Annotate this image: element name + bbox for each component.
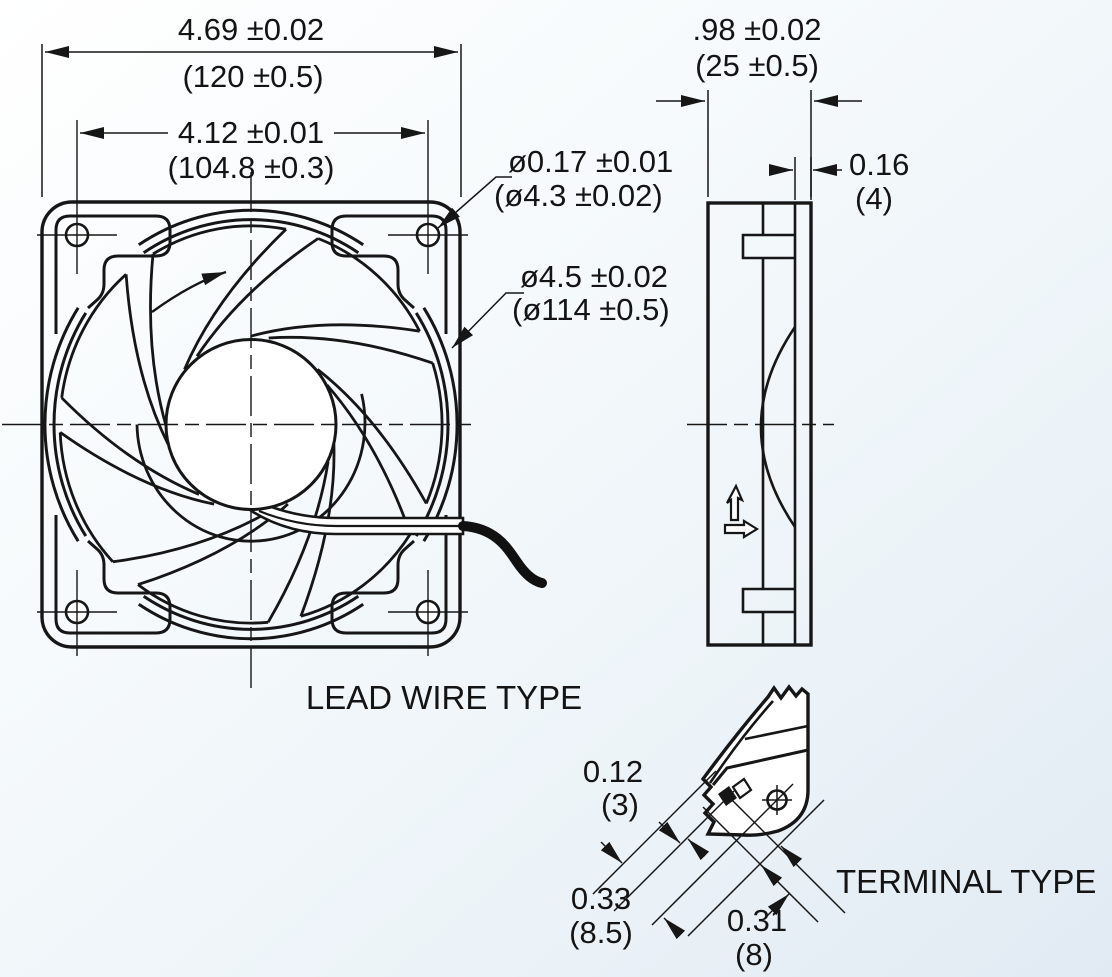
fan-blade-edge <box>325 384 412 535</box>
side-top-boss <box>741 233 795 260</box>
fan-blade-tip <box>317 237 421 332</box>
fan-blade-tip <box>58 432 114 563</box>
dim-mount-hole-in: ø0.17 ±0.01 <box>508 144 673 179</box>
rotation-direction-arrow <box>723 519 760 539</box>
motor-housing-arc <box>135 393 367 543</box>
leader-venturi <box>451 292 524 349</box>
fan-blade-tip <box>425 362 444 505</box>
dim-venturi-mm: (ø114 ±0.5) <box>512 292 670 327</box>
dim-arrow <box>765 893 790 918</box>
fan-blade-edge <box>59 431 215 506</box>
leader-mount-hole <box>437 176 512 229</box>
dim-terminal-offset-mm: (3) <box>601 787 639 822</box>
dim-flange-in: 0.16 <box>849 147 909 182</box>
dim-venturi-in: ø4.5 ±0.02 <box>520 259 668 294</box>
terminal-slot <box>731 777 753 800</box>
dim-overall-width-in: 4.69 ±0.02 <box>178 12 324 47</box>
venturi-ring-arc <box>43 307 80 542</box>
fan-blade-edge <box>60 396 200 496</box>
dim-flange-mm: (4) <box>855 181 893 216</box>
front-view <box>2 120 547 688</box>
airflow-direction-arrow <box>726 483 745 522</box>
dim-mount-hole-mm: (ø4.3 ±0.02) <box>494 178 663 213</box>
dim-mount-to-hole-in: 0.33 <box>571 881 631 916</box>
terminal-detail-dimensions <box>592 770 825 940</box>
fan-blade-tip <box>137 583 269 625</box>
fan-blade-edge <box>266 461 330 624</box>
lead-wire <box>458 521 547 588</box>
lead-wire-separator <box>258 509 463 528</box>
fan-blades <box>58 224 444 625</box>
fan-blade-edge <box>268 335 434 365</box>
fan-blade-tip <box>60 273 128 398</box>
lead-wire-type-caption: LEAD WIRE TYPE <box>306 679 582 716</box>
dim-hole-to-face-in: 0.31 <box>727 903 787 938</box>
ext-line-terminal-face <box>613 790 735 912</box>
dim-overall-width-mm: (120 ±0.5) <box>182 59 323 94</box>
dim-depth-in: .98 ±0.02 <box>692 12 821 47</box>
fan-blade-edge <box>250 323 420 338</box>
ext-line-surface <box>592 770 717 895</box>
terminal-type-caption: TERMINAL TYPE <box>836 863 1096 900</box>
side-bottom-boss <box>741 587 795 614</box>
extension-lines-width <box>41 44 462 197</box>
terminal-detail <box>700 684 846 923</box>
dim-arrow <box>600 841 623 864</box>
extension-lines-flange <box>794 157 812 200</box>
fan-blade-edge <box>112 509 272 564</box>
rotation-arrow <box>151 270 227 313</box>
fan-blade-edge <box>195 237 319 357</box>
dim-hole-spacing-in: 4.12 ±0.01 <box>178 115 324 150</box>
dim-hole-to-face-mm: (8) <box>735 937 773 972</box>
fan-blade-edge <box>183 228 287 370</box>
fan-blade-tip <box>152 224 287 256</box>
dim-arrow <box>658 821 681 844</box>
ext-line-front-face <box>687 799 825 937</box>
corner-bracket <box>54 214 172 334</box>
fan-blade-edge <box>124 274 170 445</box>
venturi-ring-arc <box>422 307 459 542</box>
side-dimensions <box>656 90 862 200</box>
dim-mount-to-hole-mm: (8.5) <box>569 915 633 950</box>
fan-blade-edge <box>149 253 168 427</box>
terminal-block-edge <box>711 748 809 786</box>
side-view <box>687 201 834 647</box>
dim-hole-spacing-mm: (104.8 ±0.3) <box>168 150 335 185</box>
terminal-pin <box>718 786 737 806</box>
fan-blade-tip <box>300 533 412 618</box>
ext-line-hole-center <box>651 783 794 926</box>
dim-arrow <box>663 917 686 940</box>
mounting-holes <box>37 120 468 656</box>
fan-blade-edge <box>316 368 428 505</box>
dim-arrow <box>780 845 803 868</box>
dim-arrow <box>760 864 783 887</box>
dim-depth-mm: (25 ±0.5) <box>695 48 819 83</box>
side-blade-arc <box>759 326 797 528</box>
front-dimensions <box>41 44 524 349</box>
dim-arrow <box>687 838 710 861</box>
terminal-block-top-edge <box>744 724 809 741</box>
rim-inner-curve <box>708 700 774 784</box>
dim-terminal-offset-in: 0.12 <box>583 754 643 789</box>
